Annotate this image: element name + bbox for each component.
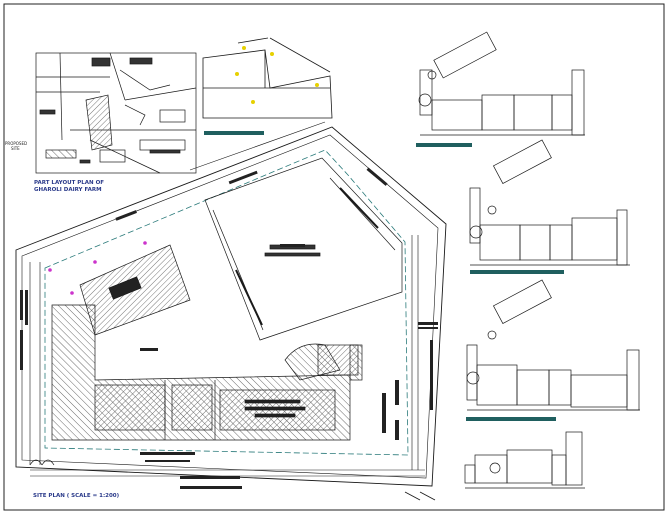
- gate-arches: [29, 459, 55, 466]
- stair-block: [284, 343, 363, 381]
- hatched-building-north: [79, 244, 191, 336]
- open-plot: [204, 157, 403, 341]
- inset-title-line2: GHAROLI DAIRY FARM: [34, 187, 102, 193]
- inset-location-map: [35, 52, 197, 174]
- site-plan-caption: SITE PLAN ( SCALE = 1:200): [33, 493, 120, 499]
- inset-caption: PART LAYOUT PLAN OF GHAROLI DAIRY FARM: [34, 180, 104, 194]
- setback-line: [44, 149, 409, 456]
- key-plan-title-bar: [204, 131, 264, 135]
- detail-plan-3: [466, 279, 640, 411]
- detail-3-title-bar: [466, 417, 556, 421]
- inset-title-line1: PART LAYOUT PLAN OF: [34, 180, 105, 186]
- detail-plan-2: [469, 139, 630, 266]
- key-plan: [202, 37, 333, 119]
- detail-plan-1: [418, 31, 585, 136]
- proposed-site-label: PROPOSED SITE: [5, 141, 27, 151]
- survey-markers: [48, 241, 147, 295]
- label-bars: [20, 167, 438, 489]
- proposed-label-line1: PROPOSED: [5, 141, 28, 146]
- detail-1-title-bar: [416, 143, 472, 147]
- hatched-building-main: [51, 304, 351, 441]
- sheet-border: [3, 3, 665, 511]
- detail-2-title-bar: [470, 270, 564, 274]
- detail-plan-4: [464, 431, 585, 489]
- dimension-ticks: [29, 121, 425, 477]
- proposed-label-line2: SITE: [11, 146, 20, 151]
